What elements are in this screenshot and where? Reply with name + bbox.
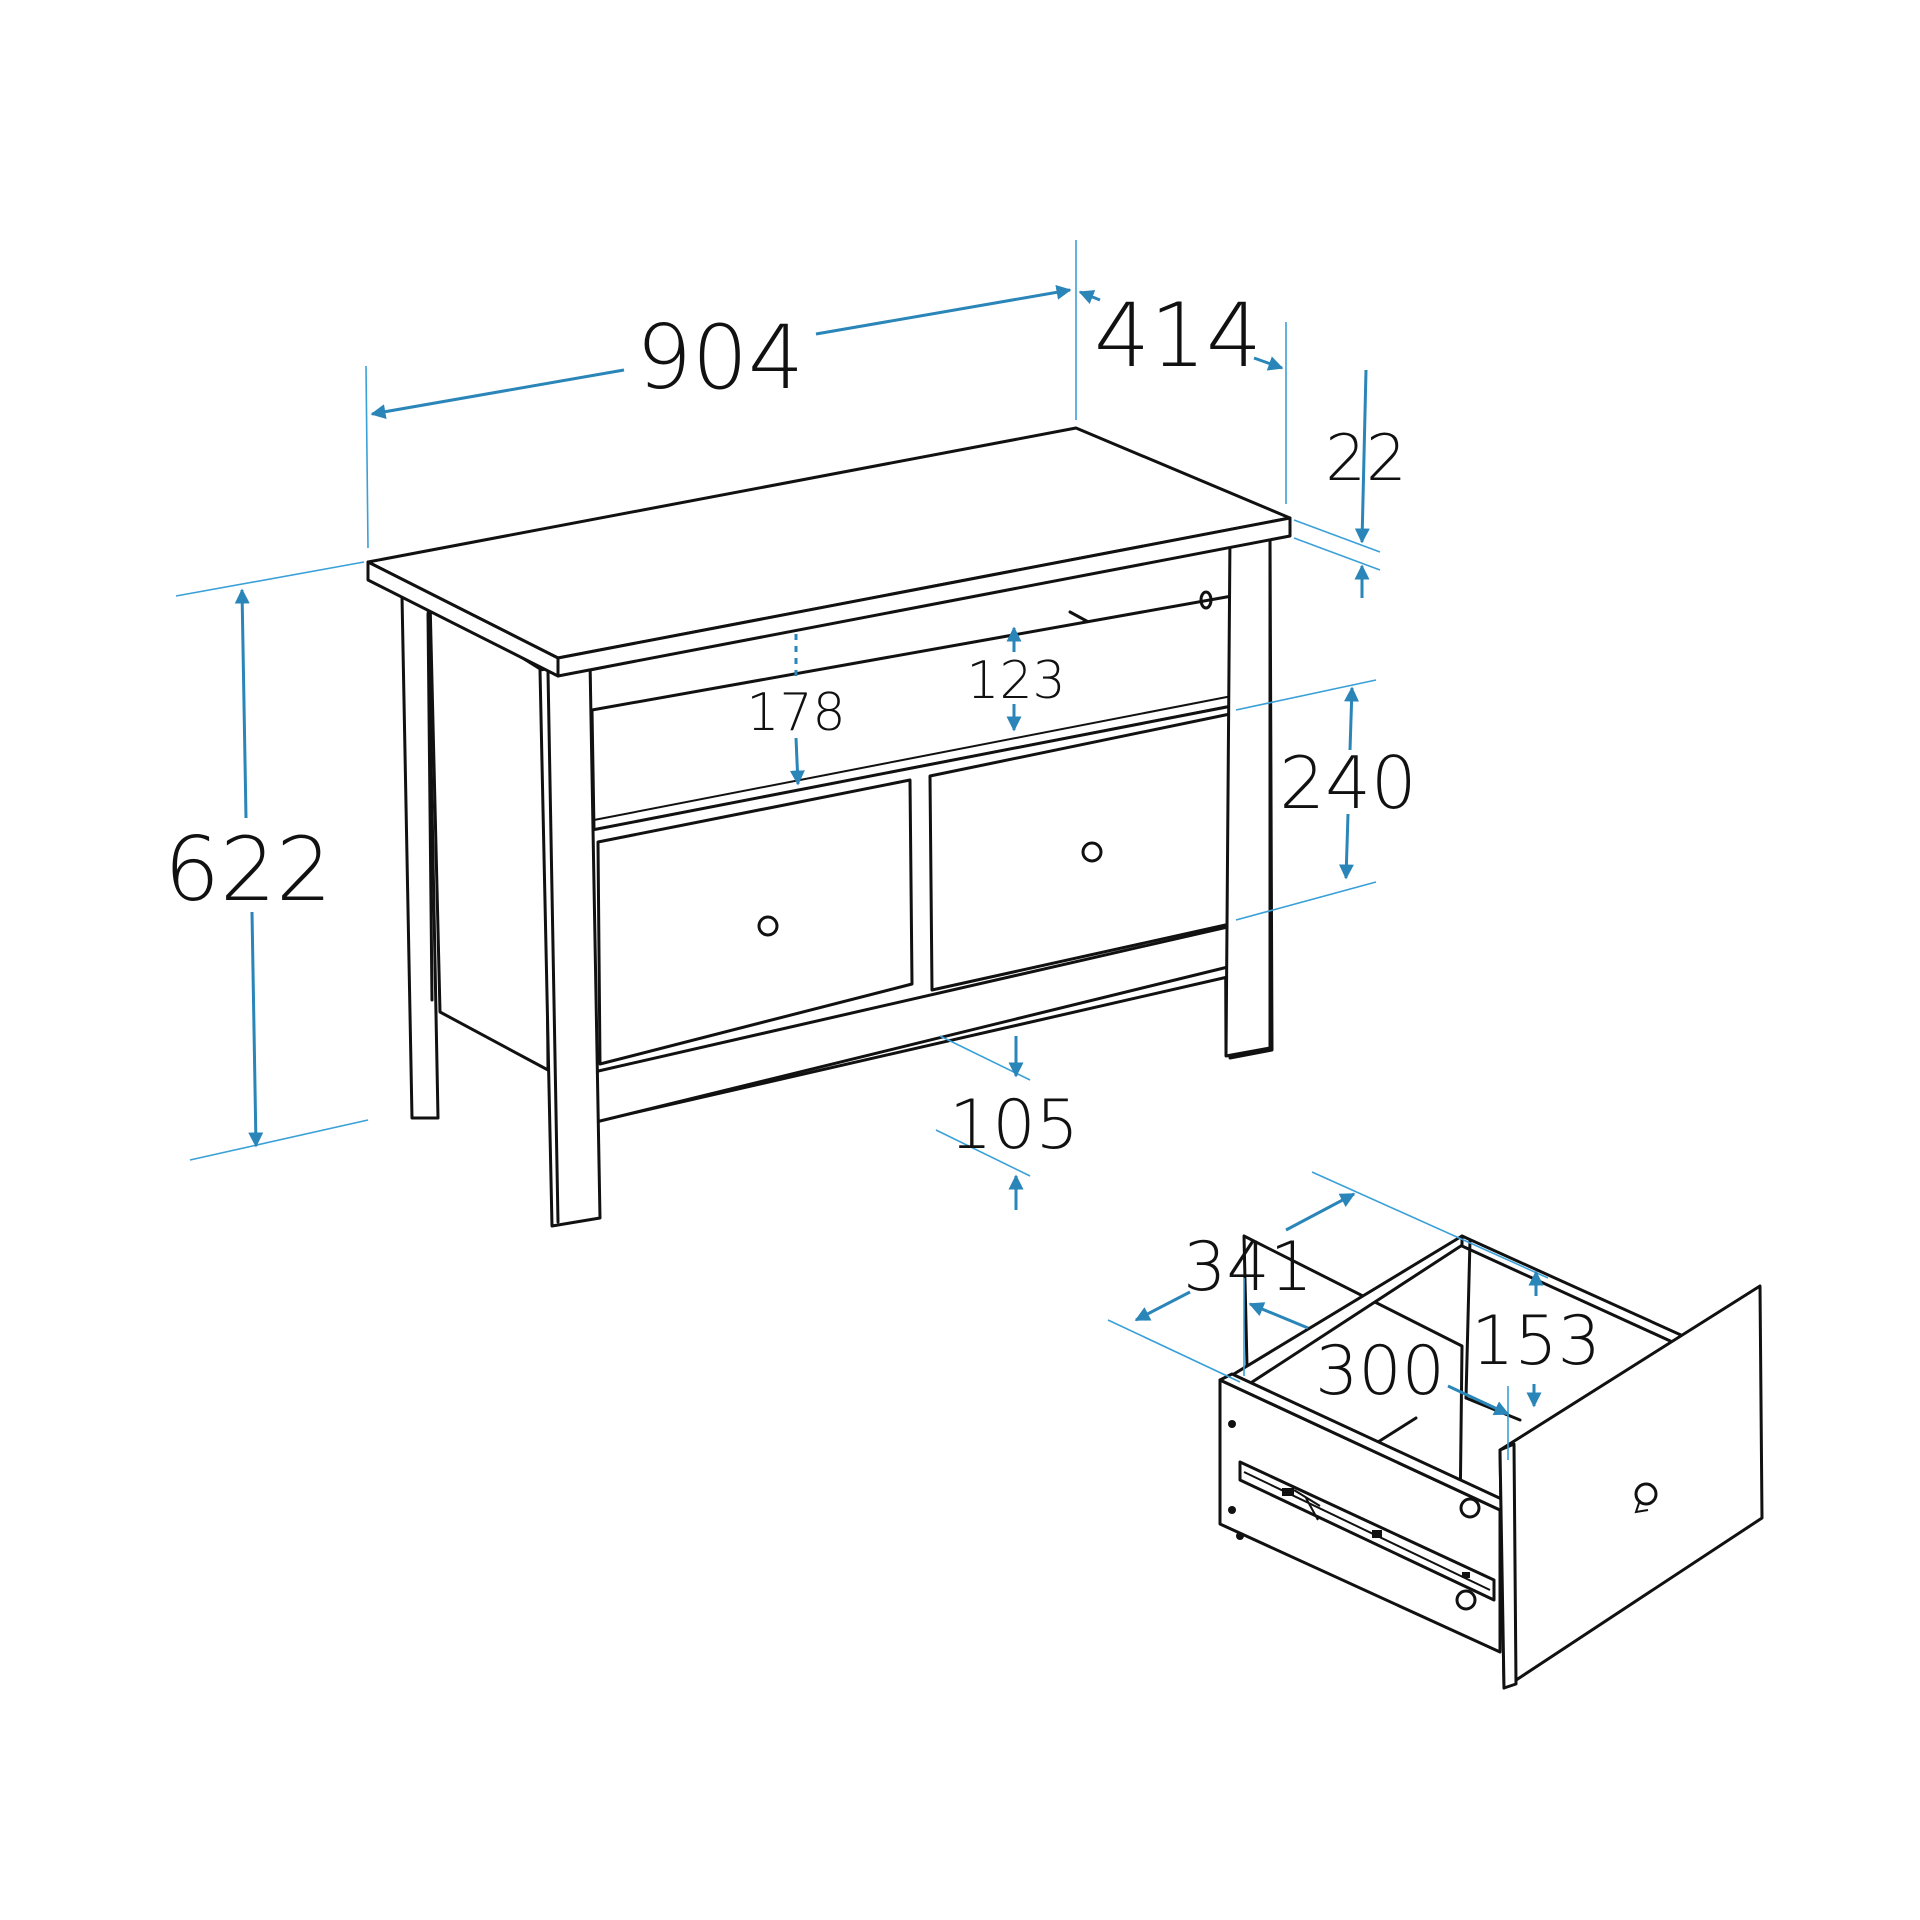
- dimension-bottom-rail: 105: [935, 1035, 1079, 1210]
- dimension-drawer-inner-height: 153: [1471, 1270, 1601, 1408]
- dimension-drawer-inner-depth: 300: [1243, 1278, 1510, 1460]
- shelf-back-label: 123: [966, 651, 1065, 711]
- drawer-outer-depth-label: 341: [1183, 1228, 1313, 1307]
- dimension-drawer-height: 240: [1235, 679, 1417, 921]
- dimension-width: 904: [365, 240, 1077, 549]
- dimension-drawer-outer-depth: 341: [1107, 1171, 1549, 1383]
- dimension-shelf-front: 178: [746, 634, 846, 786]
- dimension-height: 622: [164, 561, 369, 1161]
- height-label: 622: [164, 818, 332, 921]
- drawer-inner-height-label: 153: [1471, 1302, 1601, 1381]
- bottom-rail-label: 105: [949, 1086, 1079, 1165]
- dimension-top-thickness: 22: [1293, 369, 1407, 598]
- tv-bench-drawing: [366, 426, 1292, 1228]
- dimension-shelf-back: 123: [966, 626, 1066, 732]
- depth-label: 414: [1094, 284, 1262, 387]
- shelf-front-label: 178: [746, 683, 845, 743]
- top-thickness-label: 22: [1325, 422, 1406, 496]
- drawer-inner-depth-label: 300: [1315, 1332, 1445, 1411]
- drawer-height-label: 240: [1279, 741, 1416, 825]
- width-label: 904: [636, 306, 804, 409]
- dimension-depth: 414: [1078, 284, 1287, 504]
